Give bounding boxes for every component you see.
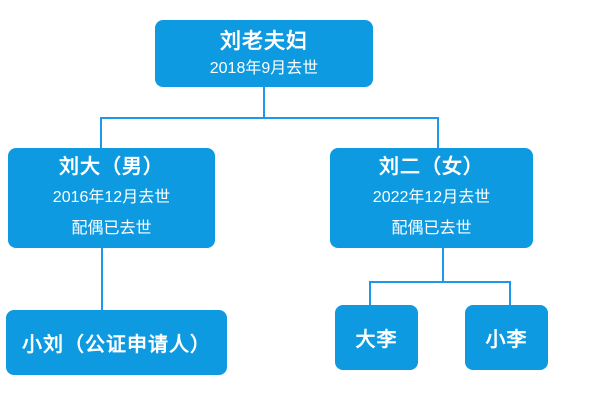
node-liu-er-death-date: 2022年12月去世 bbox=[372, 189, 491, 206]
node-xiao-li: 小李 bbox=[465, 305, 548, 370]
node-liu-parents: 刘老夫妇 2018年9月去世 bbox=[155, 20, 373, 87]
connector-generation3-hline bbox=[369, 281, 511, 283]
connector-liu-er-stem bbox=[442, 248, 444, 282]
node-da-li: 大李 bbox=[335, 305, 418, 370]
node-xiao-liu-applicant: 小刘（公证申请人） bbox=[6, 310, 227, 375]
connector-liu-da-to-xiao-liu bbox=[101, 248, 103, 310]
node-liu-parents-death-date: 2018年9月去世 bbox=[209, 59, 319, 77]
node-liu-er: 刘二（女） 2022年12月去世 配偶已去世 bbox=[330, 148, 533, 248]
node-da-li-name: 大李 bbox=[355, 329, 398, 351]
node-liu-er-name: 刘二（女） bbox=[379, 156, 484, 178]
connector-root-stem bbox=[263, 87, 265, 118]
node-liu-da: 刘大（男） 2016年12月去世 配偶已去世 bbox=[8, 148, 215, 248]
connector-da-li-drop bbox=[369, 282, 371, 306]
connector-liu-er-drop bbox=[437, 118, 439, 149]
node-xiao-li-name: 小李 bbox=[485, 329, 528, 351]
node-liu-parents-name: 刘老夫妇 bbox=[220, 29, 308, 53]
connector-generation2-hline bbox=[100, 117, 439, 119]
node-liu-da-name: 刘大（男） bbox=[59, 156, 164, 178]
node-liu-da-spouse-status: 配偶已去世 bbox=[71, 220, 152, 237]
connector-xiao-li-drop bbox=[509, 282, 511, 306]
node-liu-er-spouse-status: 配偶已去世 bbox=[391, 220, 472, 237]
node-xiao-liu-name: 小刘（公证申请人） bbox=[22, 334, 211, 356]
node-liu-da-death-date: 2016年12月去世 bbox=[52, 189, 171, 206]
connector-liu-da-drop bbox=[100, 118, 102, 149]
